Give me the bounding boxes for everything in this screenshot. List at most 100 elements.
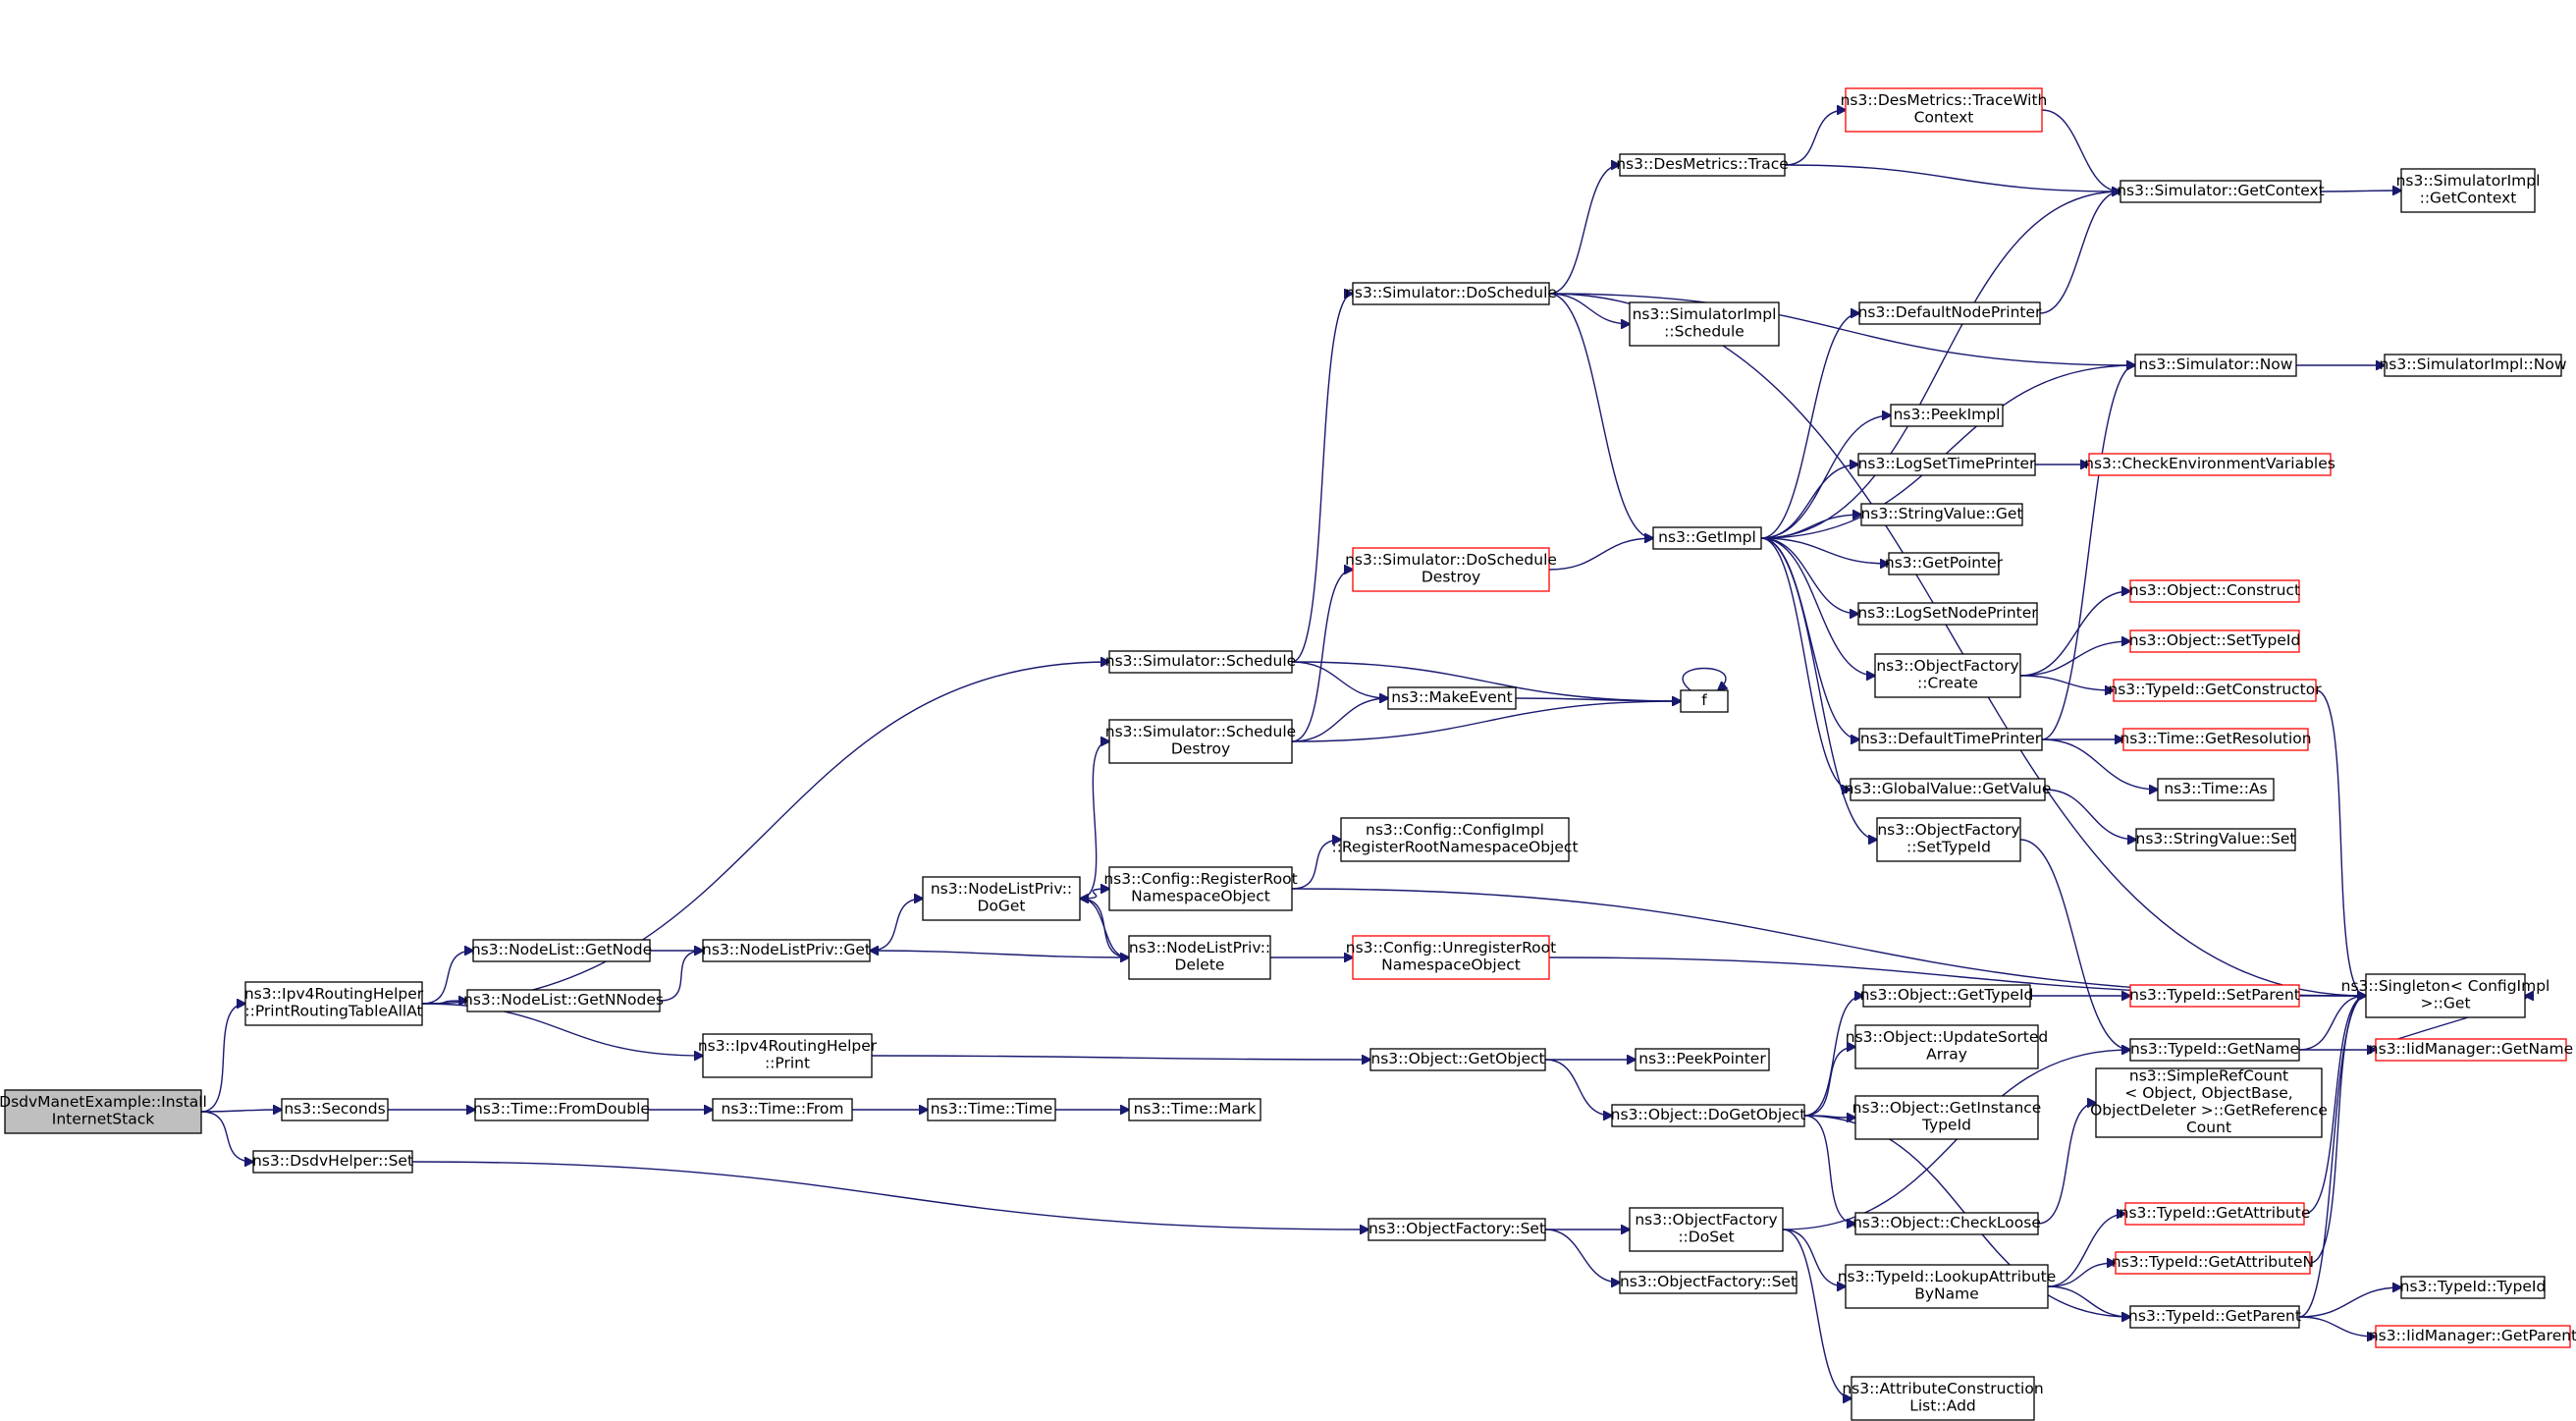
node-peekPointer[interactable]: ns3::PeekPointer [1635,1048,1770,1071]
node-box [1108,866,1293,911]
node-timeAs[interactable]: ns3::Time::As [2157,778,2275,801]
node-cfgRegRoot[interactable]: ns3::Config::RegisterRootNamespaceObject [1103,866,1298,911]
node-defNodePrinter[interactable]: ns3::DefaultNodePrinter [1858,301,2042,325]
node-box [472,939,651,962]
node-label-line: < Object, ObjectBase, [2124,1084,2292,1102]
node-timeMark[interactable]: ns3::Time::Mark [1128,1098,1261,1121]
node-defTimePrinter[interactable]: ns3::DefaultTimePrinter [1858,728,2043,751]
node-fromDouble[interactable]: ns3::Time::FromDouble [473,1098,650,1121]
node-simNow[interactable]: ns3::Simulator::Now [2134,354,2297,377]
node-iidGetParent[interactable]: ns3::IidManager::GetParent [2369,1325,2576,1348]
node-box [1629,301,1780,347]
node-makeEvent[interactable]: ns3::MakeEvent [1387,686,1517,710]
node-peekImpl[interactable]: ns3::PeekImpl [1890,404,2004,427]
node-label-line: ns3::DefaultNodePrinter [1858,303,2042,321]
edge-schedDestroy-to-simDoSchedDestroy [1291,570,1353,742]
node-sched[interactable]: ns3::Simulator::Schedule [1105,650,1296,674]
node-tidTypeId[interactable]: ns3::TypeId::TypeId [2400,1276,2547,1299]
node-tidSetParent[interactable]: ns3::TypeId::SetParent [2129,984,2300,1008]
edge-root-to-dsdvset [200,1111,253,1162]
node-box [712,1098,853,1121]
node-simImplGetCtx[interactable]: ns3::SimulatorImpl::GetContext [2396,168,2541,213]
node-box [474,1098,649,1121]
node-seconds[interactable]: ns3::Seconds [281,1098,389,1121]
node-nlpDelete[interactable]: ns3::NodeListPriv::Delete [1128,935,1271,980]
node-tidGetAttr[interactable]: ns3::TypeId::GetAttribute [2120,1202,2311,1226]
node-tidGetAttrN[interactable]: ns3::TypeId::GetAttributeN [2112,1251,2314,1275]
node-objFactSet[interactable]: ns3::ObjectFactory::Set [1368,1218,1546,1241]
node-cfgUnreg[interactable]: ns3::Config::UnregisterRootNamespaceObje… [1346,935,1556,980]
node-checkEnv[interactable]: ns3::CheckEnvironmentVariables [2084,453,2335,476]
node-getImpl[interactable]: ns3::GetImpl [1652,526,1762,550]
node-objFactCreate[interactable]: ns3::ObjectFactory::Create [1874,653,2021,698]
node-objFactSetTid[interactable]: ns3::ObjectFactory::SetTypeId [1876,817,2021,862]
node-label-line: ns3::GetImpl [1658,528,1756,546]
node-timeFrom[interactable]: ns3::Time::From [712,1098,853,1121]
node-objGetObject[interactable]: ns3::Object::GetObject [1369,1048,1546,1071]
node-prtall[interactable]: ns3::Ipv4RoutingHelper::PrintRoutingTabl… [244,981,424,1026]
node-timeGetRes[interactable]: ns3::Time::GetResolution [2120,728,2312,751]
node-box [2400,168,2536,213]
node-objGetTypeId[interactable]: ns3::Object::GetTypeId [1860,984,2034,1008]
node-objConstruct[interactable]: ns3::Object::Construct [2129,579,2300,603]
node-objFactDoSet[interactable]: ns3::ObjectFactory::DoSet [1629,1207,1784,1252]
node-logSetTime[interactable]: ns3::LogSetTimePrinter [1857,453,2036,476]
node-simGetCtx[interactable]: ns3::Simulator::GetContext [2117,180,2325,203]
node-label-line: ns3::Config::RegisterRoot [1103,870,1297,888]
node-simpleRefCount[interactable]: ns3::SimpleRefCount< Object, ObjectBase,… [2090,1067,2328,1138]
node-singletonGet[interactable]: ns3::Singleton< ConfigImpl>::Get [2341,973,2550,1018]
node-logSetNode[interactable]: ns3::LogSetNodePrinter [1857,602,2038,626]
node-box [1128,1098,1261,1121]
node-objCheckLoose[interactable]: ns3::Object::CheckLoose [1852,1212,2041,1235]
node-box [1857,453,2036,476]
node-box [1858,728,2043,751]
node-label-line: ns3::TypeId::GetName [2130,1040,2299,1058]
node-simImplSched[interactable]: ns3::SimulatorImpl::Schedule [1629,301,1780,347]
node-nlGetNNodes[interactable]: ns3::NodeList::GetNNodes [463,989,664,1012]
node-strValSet[interactable]: ns3::StringValue::Set [2135,828,2296,851]
node-box [1619,153,1786,177]
node-label-line: ns3::ObjectFactory::Set [1368,1220,1545,1237]
edge-simDoSched-to-simImplSched [1548,293,1630,324]
node-getPointer[interactable]: ns3::GetPointer [1885,552,2004,575]
node-label-line: ns3::Simulator::DoSchedule [1345,551,1557,569]
node-box [1874,653,2021,698]
node-objFactSet2[interactable]: ns3::ObjectFactory::Set [1619,1271,1798,1294]
node-simDoSched[interactable]: ns3::Simulator::DoSchedule [1345,282,1557,305]
node-tidGetCtor[interactable]: ns3::TypeId::GetConstructor [2108,679,2322,702]
node-tidGetName[interactable]: ns3::TypeId::GetName [2129,1038,2300,1062]
node-box [1854,1024,2039,1069]
node-label-line: ns3::PeekPointer [1638,1050,1766,1067]
node-iidGetName[interactable]: ns3::IidManager::GetName [2369,1038,2573,1062]
node-ipv4Print[interactable]: ns3::Ipv4RoutingHelper::Print [698,1033,878,1078]
node-label-line: ns3::Object::SetTypeId [2129,631,2301,649]
node-f[interactable]: f [1680,689,1729,713]
node-simImplNow[interactable]: ns3::SimulatorImpl::Now [2379,354,2567,377]
node-dsdvset[interactable]: ns3::DsdvHelper::Set [252,1150,413,1174]
node-strValGet[interactable]: ns3::StringValue::Get [1860,503,2023,526]
node-box [2095,1067,2323,1138]
node-objSetTypeId[interactable]: ns3::Object::SetTypeId [2129,629,2301,653]
edge-getImpl-to-getPointer [1760,537,1889,564]
node-cfgImplReg[interactable]: ns3::Config::ConfigImpl::RegisterRootNam… [1331,817,1579,862]
node-desTrace[interactable]: ns3::DesMetrics::Trace [1616,153,1789,177]
node-box [2365,973,2526,1018]
node-nlpGet[interactable]: ns3::NodeListPriv::Get [702,939,871,962]
node-timeTime[interactable]: ns3::Time::Time [927,1098,1056,1121]
node-nlpDoGet[interactable]: ns3::NodeListPriv::DoGet [922,876,1081,921]
edge-makeEvent-to-f [1515,698,1681,701]
node-tidGetParent[interactable]: ns3::TypeId::GetParent [2128,1305,2301,1329]
node-gvGetValue[interactable]: ns3::GlobalValue::GetValue [1845,778,2052,801]
node-label-line: ns3::Object::GetTypeId [1860,986,2034,1004]
node-objDoGetObject[interactable]: ns3::Object::DoGetObject [1611,1104,1806,1127]
node-nlGetNode[interactable]: ns3::NodeList::GetNode [471,939,652,962]
